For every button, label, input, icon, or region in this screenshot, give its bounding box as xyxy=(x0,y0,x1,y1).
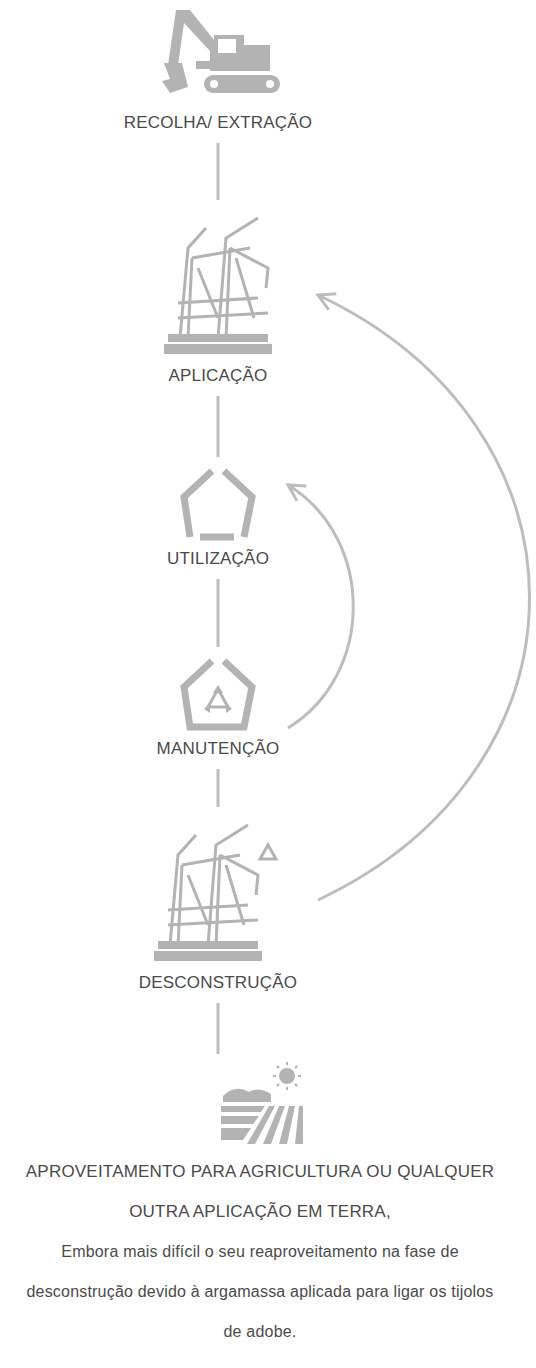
stage-label: APLICAÇÃO xyxy=(118,364,318,388)
crane-recycle-icon xyxy=(148,815,288,965)
flow-line xyxy=(217,769,220,807)
stage-label: RECOLHA/ EXTRAÇÃO xyxy=(118,111,318,135)
flow-line xyxy=(217,396,220,457)
flow-line xyxy=(217,1003,220,1054)
stage-node: DESCONSTRUÇÃO xyxy=(118,815,318,995)
stage-node: APROVEITAMENTO PARA AGRICULTURA OU QUALQ… xyxy=(25,1062,495,1352)
stage-node: MANUTENÇÃO xyxy=(148,655,288,761)
stage-node: UTILIZAÇÃO xyxy=(148,465,288,571)
house-icon xyxy=(178,465,258,541)
house-recycle-icon xyxy=(178,655,258,731)
excavator-icon xyxy=(118,5,318,105)
stage-label: DESCONSTRUÇÃO xyxy=(118,971,318,995)
crane-icon xyxy=(158,208,278,358)
stage-node: RECOLHA/ EXTRAÇÃO xyxy=(118,5,318,135)
note-text: Embora mais difícil o seu reaproveitamen… xyxy=(25,1232,495,1352)
stage-label: UTILIZAÇÃO xyxy=(148,547,288,571)
flow-line xyxy=(217,579,220,647)
return-arrow xyxy=(288,485,353,728)
return-arrow xyxy=(318,294,530,900)
stage-label: MANUTENÇÃO xyxy=(148,737,288,761)
field-sun-icon xyxy=(215,1062,305,1148)
stage-label: APROVEITAMENTO PARA AGRICULTURA OU QUALQ… xyxy=(25,1152,495,1232)
stage-node: APLICAÇÃO xyxy=(118,208,318,388)
flow-line xyxy=(217,143,220,200)
